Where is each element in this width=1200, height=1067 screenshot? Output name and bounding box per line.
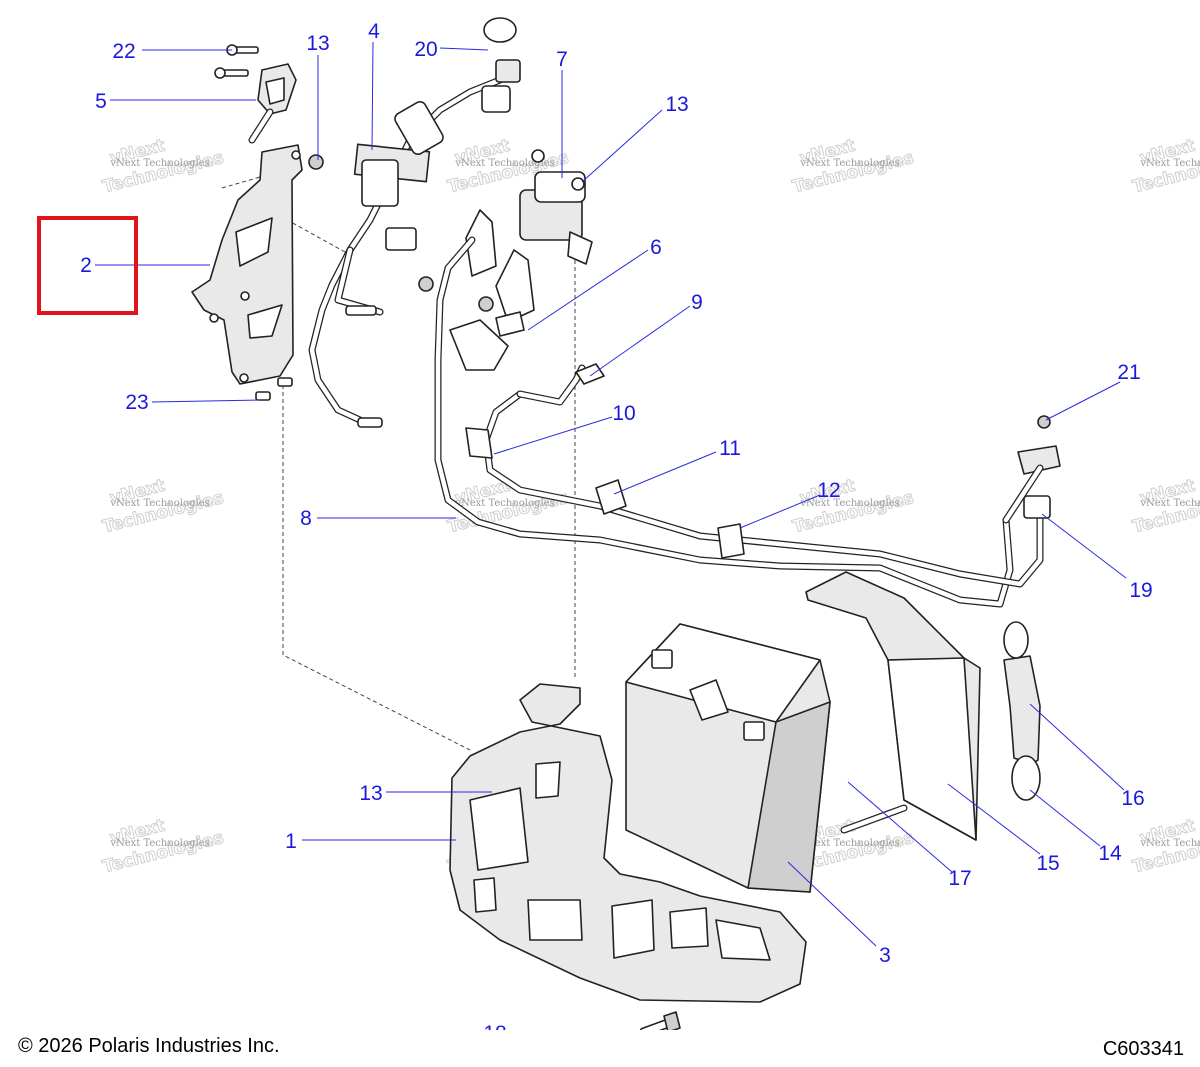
callout-1[interactable]: 1 xyxy=(285,830,297,853)
svg-text:vNext Technologies: vNext Technologies xyxy=(109,498,209,509)
diagram-code: C603341 xyxy=(1102,1038,1184,1060)
callout-11[interactable]: 11 xyxy=(719,437,741,460)
callout-5[interactable]: 5 xyxy=(95,90,107,113)
callout-13-b[interactable]: 13 xyxy=(665,93,688,116)
callout-21[interactable]: 21 xyxy=(1117,361,1140,384)
svg-text:vNext Technologies: vNext Technologies xyxy=(1139,498,1200,509)
part-16-strap[interactable] xyxy=(1003,621,1041,765)
part-3-battery[interactable] xyxy=(625,623,831,893)
callout-20[interactable]: 20 xyxy=(414,38,437,61)
part-4-harness[interactable] xyxy=(308,76,504,428)
callout-23[interactable]: 23 xyxy=(125,391,148,414)
callout-2[interactable]: 2 xyxy=(80,254,92,277)
callout-4[interactable]: 4 xyxy=(368,20,380,43)
callout-10[interactable]: 10 xyxy=(612,402,635,425)
callout-16[interactable]: 16 xyxy=(1121,787,1144,810)
part-17-rod[interactable] xyxy=(840,804,908,834)
part-14-hook[interactable] xyxy=(1011,755,1041,801)
callout-22[interactable]: 22 xyxy=(112,40,135,63)
callout-14[interactable]: 14 xyxy=(1098,842,1122,865)
part-2-bracket[interactable] xyxy=(191,144,303,385)
callout-12[interactable]: 12 xyxy=(817,479,840,502)
callout-labels: 22 13 4 20 7 13 5 2 6 9 23 21 10 11 8 12… xyxy=(80,20,1153,1030)
callout-13-a[interactable]: 13 xyxy=(306,32,329,55)
callout-9[interactable]: 9 xyxy=(691,291,703,314)
part-22-screws[interactable] xyxy=(214,44,259,79)
callout-13-c[interactable]: 13 xyxy=(359,782,382,805)
highlight-box xyxy=(37,216,138,315)
svg-text:vNext Technologies: vNext Technologies xyxy=(799,838,899,849)
svg-text:vNext Technologies: vNext Technologies xyxy=(799,158,899,169)
callout-6[interactable]: 6 xyxy=(650,236,662,259)
part-18-bolt[interactable] xyxy=(639,1011,681,1030)
callout-7[interactable]: 7 xyxy=(556,48,568,71)
part-6-boots[interactable] xyxy=(449,209,535,371)
svg-text:vNext Technologies: vNext Technologies xyxy=(454,498,554,509)
svg-text:vNext Technologies: vNext Technologies xyxy=(799,498,899,509)
callout-17[interactable]: 17 xyxy=(948,867,971,890)
part-1-battery-tray[interactable] xyxy=(449,683,807,1003)
part-clips[interactable] xyxy=(465,363,745,559)
callout-18[interactable]: 18 xyxy=(483,1022,506,1030)
svg-text:vNext Technologies: vNext Technologies xyxy=(1139,158,1200,169)
callout-15[interactable]: 15 xyxy=(1036,852,1059,875)
part-7-solenoid[interactable] xyxy=(519,149,593,265)
svg-text:vNext Technologies: vNext Technologies xyxy=(454,158,554,169)
part-23-bolts[interactable] xyxy=(255,377,293,401)
part-5-fuse-holder[interactable] xyxy=(248,63,297,144)
callout-3[interactable]: 3 xyxy=(879,944,891,967)
callout-19[interactable]: 19 xyxy=(1129,579,1152,602)
svg-text:vNext Technologies: vNext Technologies xyxy=(109,158,209,169)
part-8-cables[interactable] xyxy=(434,236,1061,608)
copyright-notice: © 2026 Polaris Industries Inc. xyxy=(18,1035,280,1057)
part-15-cover[interactable] xyxy=(805,571,981,841)
callout-8[interactable]: 8 xyxy=(300,507,312,530)
svg-text:vNext Technologies: vNext Technologies xyxy=(109,838,209,849)
part-20-strap[interactable] xyxy=(481,17,521,113)
svg-text:vNext Technologies: vNext Technologies xyxy=(1139,838,1200,849)
leader-lines xyxy=(95,41,1127,947)
